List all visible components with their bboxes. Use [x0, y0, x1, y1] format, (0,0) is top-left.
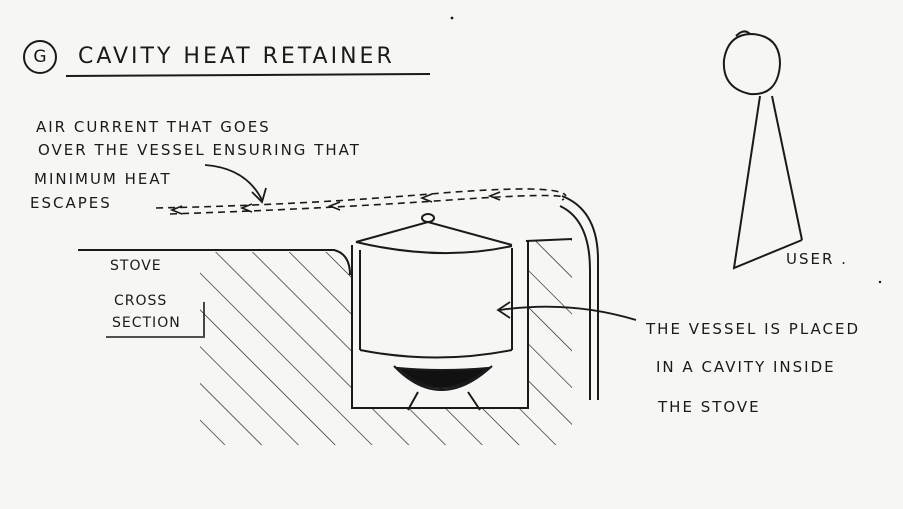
burner-leg-left [407, 391, 419, 411]
side-wall-inner [559, 205, 591, 400]
cross-section-label-1: CROSS [114, 293, 168, 309]
ink-dot [450, 16, 454, 20]
vessel-note-pointer [499, 305, 637, 321]
vessel [355, 213, 513, 359]
stove-hatching [200, 240, 572, 445]
page-title: CAVITY HEAT RETAINER [78, 44, 395, 69]
air-current-line-1: AIR CURRENT THAT GOES [36, 118, 271, 136]
stove-label: STOVE [110, 258, 162, 274]
vessel-note-line-1: THE VESSEL IS PLACED [646, 320, 861, 338]
cavity-outline [351, 240, 529, 409]
air-current-arrowheads [169, 191, 501, 215]
title-underline [65, 73, 431, 77]
side-wall-outer [561, 195, 599, 400]
air-current-pointer-head [251, 187, 267, 204]
section-badge: G [23, 40, 57, 74]
user-figure [722, 30, 803, 270]
air-current-line-3: MINIMUM HEAT [34, 170, 172, 188]
vessel-note-line-3: THE STOVE [658, 398, 761, 416]
air-current-line-2: OVER THE VESSEL ENSURING THAT [38, 141, 361, 159]
cross-section-label-2: SECTION [112, 315, 181, 331]
user-label: USER . [786, 250, 848, 268]
vessel-note-line-2: IN A CAVITY INSIDE [656, 358, 836, 376]
burner-bowl [393, 365, 493, 391]
burner-leg-right [467, 391, 481, 411]
air-current-pointer [204, 164, 263, 201]
burner-flame [395, 366, 492, 389]
stove-top-outline [78, 249, 351, 276]
air-current-line-4: ESCAPES [30, 194, 112, 212]
stove-right-top [525, 238, 573, 242]
ink-dot-2 [878, 280, 882, 284]
air-current-arrows [155, 188, 567, 215]
vessel-note-pointer-head [496, 301, 511, 319]
